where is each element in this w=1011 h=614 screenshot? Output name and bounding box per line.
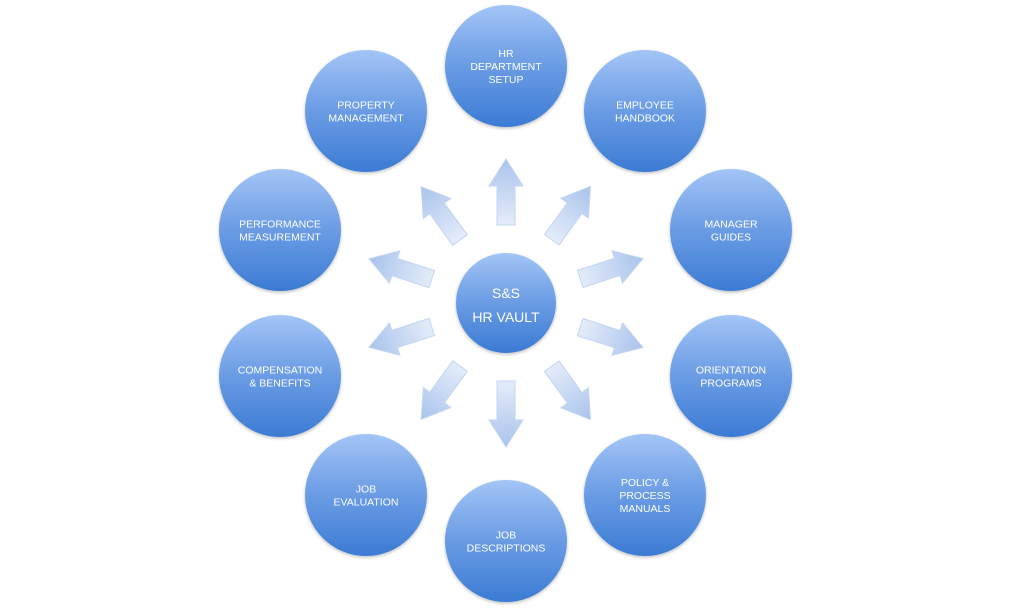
node-label-line: HANDBOOK [615, 113, 675, 125]
arrow-to-property-management [420, 185, 469, 246]
arrow-to-compensation-benefits [368, 317, 436, 356]
node-label-line: EVALUATION [334, 497, 399, 509]
center-circle [456, 253, 556, 353]
node-label-line: EMPLOYEE [616, 100, 674, 112]
arrow-to-hr-department-setup [488, 158, 524, 226]
node-circle [670, 169, 792, 291]
node-circle [219, 169, 341, 291]
arrow-to-manager-guides [576, 250, 644, 289]
node-label-line: PERFORMANCE [239, 219, 321, 231]
arrow-to-policy-process-manuals [543, 360, 591, 421]
center-label-line-1: S&S [492, 285, 520, 301]
node-label-line: MANUALS [620, 503, 671, 515]
node-label-line: ORIENTATION [696, 365, 766, 377]
node-circle [445, 480, 567, 602]
node-circle [305, 434, 427, 556]
node-label-line: GUIDES [711, 232, 751, 244]
node-circle [584, 50, 706, 172]
node-label-line: JOB [356, 484, 376, 496]
node-circle [305, 50, 427, 172]
node-label-line: PROCESS [619, 490, 670, 502]
node-circle [584, 434, 706, 556]
node-label-line: MANAGER [704, 219, 758, 231]
node-circle [670, 315, 792, 437]
arrow-to-job-evaluation [420, 360, 469, 421]
node-circle [219, 315, 341, 437]
arrows-group [368, 158, 644, 448]
node-label-line: JOB [496, 530, 516, 542]
node-circle [445, 5, 567, 127]
arrow-to-orientation-programs [576, 317, 644, 356]
node-label-line: PROPERTY [337, 100, 395, 112]
center-node: S&S HR VAULT [456, 253, 556, 353]
arrow-to-job-descriptions [488, 380, 524, 448]
arrow-to-employee-handbook [543, 185, 591, 246]
node-label-line: COMPENSATION [238, 365, 322, 377]
node-label-line: MANAGEMENT [328, 113, 404, 125]
node-label-line: DESCRIPTIONS [467, 543, 546, 555]
node-label-line: POLICY & [621, 477, 669, 489]
center-label-line-2: HR VAULT [472, 309, 540, 325]
node-label-line: PROGRAMS [700, 378, 761, 390]
node-label-line: DEPARTMENT [470, 61, 542, 73]
arrow-to-performance-measurement [368, 250, 436, 289]
node-label-line: & BENEFITS [249, 378, 310, 390]
node-label-line: HR [498, 48, 514, 60]
node-compensation-benefits: COMPENSATION& BENEFITS [219, 315, 341, 437]
node-label-line: SETUP [488, 74, 523, 86]
nodes-group: HRDEPARTMENTSETUPEMPLOYEEHANDBOOKMANAGER… [219, 5, 792, 602]
node-label-line: MEASUREMENT [239, 232, 321, 244]
